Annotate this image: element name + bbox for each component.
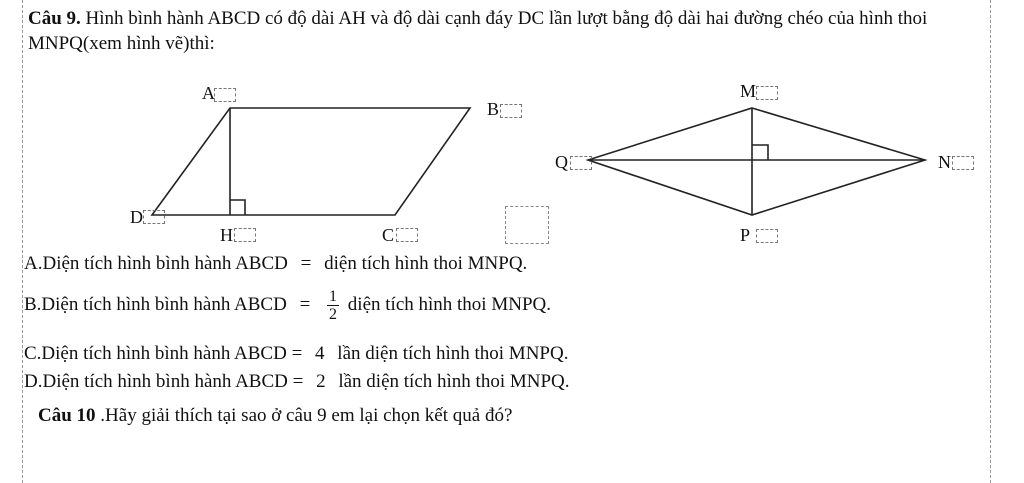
label-n: N (938, 152, 951, 172)
label-c: C (382, 225, 395, 245)
right-margin-line (990, 0, 991, 483)
label-n-box (952, 156, 974, 170)
label-q-box (570, 156, 592, 170)
right-angle-center (752, 144, 769, 160)
label-c-box (396, 228, 418, 242)
label-d: D (130, 207, 143, 227)
label-p-box (756, 229, 778, 243)
label-h-box (234, 228, 256, 242)
parallelogram-abcd (150, 107, 472, 216)
left-margin-line (22, 0, 23, 483)
option-b-prefix: B.Diện tích hình bình hành ABCD (24, 293, 287, 315)
fraction-denominator: 2 (329, 306, 338, 323)
rhombus-mnpq (585, 107, 928, 216)
option-b-relation: = (299, 293, 311, 315)
option-c[interactable]: C.Diện tích hình bình hành ABCD = 4 lần … (24, 342, 568, 366)
right-angle-h (230, 199, 246, 215)
option-d[interactable]: D.Diện tích hình bình hành ABCD = 2 lần … (24, 370, 570, 394)
option-d-factor: 2 (316, 371, 326, 392)
option-d-suffix: lần diện tích hình thoi MNPQ. (338, 371, 570, 392)
question-10-number: Câu 10 (38, 405, 96, 426)
question-9-number: Câu 9. (28, 8, 81, 29)
label-m: M (740, 81, 757, 101)
option-a-relation: = (300, 253, 312, 274)
option-c-prefix: C.Diện tích hình bình hành ABCD = (24, 343, 303, 364)
option-b[interactable]: B.Diện tích hình bình hành ABCD = 1 2 di… (24, 288, 551, 323)
option-c-factor: 4 (315, 343, 325, 364)
label-b-box (500, 104, 522, 118)
label-q: Q (555, 152, 568, 172)
label-m-box (756, 86, 778, 100)
option-a-prefix: A.Diện tích hình bình hành ABCD (24, 253, 288, 274)
option-a[interactable]: A.Diện tích hình bình hành ABCD = diện t… (24, 252, 527, 276)
question-9: Câu 9. Hình bình hành ABCD có độ dài AH … (28, 6, 988, 56)
option-b-suffix: diện tích hình thoi MNPQ. (347, 293, 551, 315)
label-d-box (143, 210, 165, 224)
option-c-suffix: lần diện tích hình thoi MNPQ. (337, 343, 569, 364)
fraction-numerator: 1 (327, 288, 340, 306)
empty-placeholder-box (505, 206, 549, 244)
label-a-box (214, 88, 236, 102)
question-9-text: Hình bình hành ABCD có độ dài AH và độ d… (28, 8, 928, 54)
option-d-prefix: D.Diện tích hình bình hành ABCD = (24, 371, 304, 392)
question-10: Câu 10 .Hãy giải thích tại sao ở câu 9 e… (38, 404, 512, 428)
option-a-suffix: diện tích hình thoi MNPQ. (324, 253, 528, 274)
option-b-fraction: 1 2 (327, 288, 340, 323)
label-b: B (487, 99, 500, 119)
label-a: A (202, 83, 215, 103)
question-10-text: .Hãy giải thích tại sao ở câu 9 em lại c… (100, 405, 513, 426)
label-p: P (740, 225, 751, 245)
label-h: H (220, 225, 233, 245)
